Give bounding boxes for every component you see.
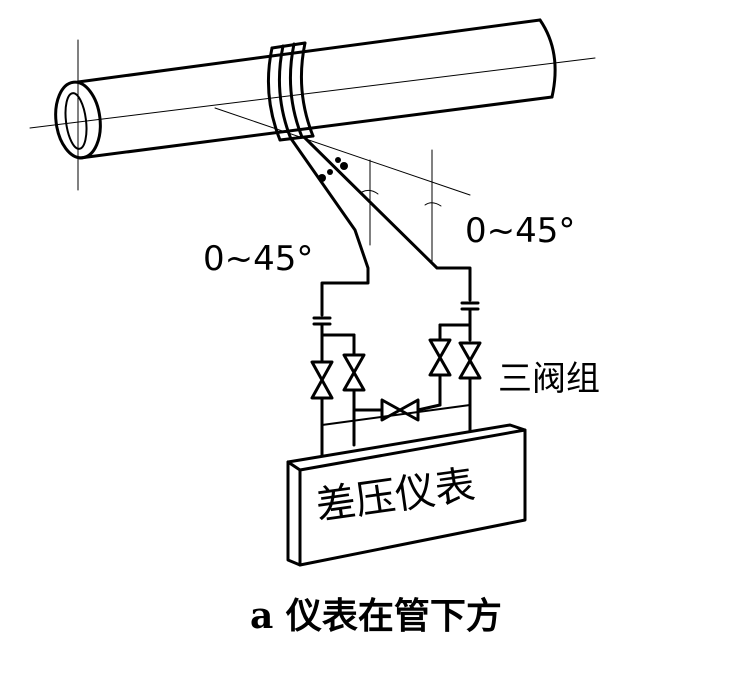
left-angle-label: 0~45° [203, 239, 313, 279]
pipe-unions [312, 301, 480, 362]
pipe-open-end [54, 80, 102, 160]
meter-label: 差压仪表 [313, 462, 478, 530]
three-valve-manifold [310, 323, 482, 457]
dp-meter: 差压仪表 [286, 423, 527, 567]
left-block-valve [310, 360, 334, 400]
right-angle-label: 0~45° [465, 211, 575, 251]
valve-group-label: 三阀组 [498, 359, 600, 399]
impulse-lines [290, 136, 472, 317]
right-block-valve [458, 341, 482, 380]
main-pipe [29, 18, 596, 191]
pipe-flange [266, 41, 315, 142]
pipe-centerline [29, 57, 596, 129]
figure-caption: a 仪表在管下方 [250, 595, 502, 637]
root-valves [318, 157, 348, 182]
